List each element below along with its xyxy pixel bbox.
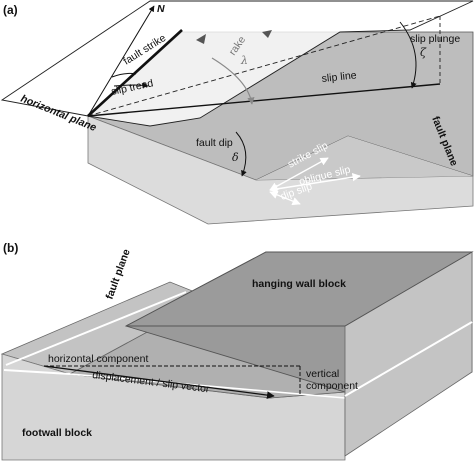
- panel-b-label: (b): [3, 241, 18, 255]
- strike-arc: [111, 72, 137, 78]
- rake-arc: [211, 57, 255, 105]
- hanging-wall-top-face: [125, 251, 474, 327]
- slip-line-label: slip line: [321, 69, 357, 85]
- dip-symbol: δ: [232, 151, 239, 164]
- footwall-strata-line-lower: [69, 373, 346, 399]
- horizontal-plane: [0, 0, 474, 127]
- footwall-strata-line: [5, 291, 187, 366]
- displacement-vector: [43, 365, 275, 399]
- slip-line: [87, 83, 441, 117]
- hanging-wall-block-label: hanging wall block: [252, 278, 346, 290]
- footwall-strata-line-front: [3, 369, 71, 375]
- dip-arc: [235, 131, 247, 177]
- panel-a: (a) N rake λ slip plunge ζ: [0, 0, 474, 225]
- north-arrow: [87, 5, 155, 117]
- vertical-component-label-2: component: [306, 380, 358, 392]
- rake-symbol: λ: [240, 54, 248, 67]
- fault-strike-line: [87, 29, 183, 117]
- hanging-wall-strata-line: [344, 321, 473, 397]
- plunge-symbol: ζ: [420, 46, 427, 59]
- north-label: N: [157, 3, 165, 15]
- fault-dip-label: fault dip: [196, 137, 233, 149]
- fault-plane-label-b: fault plane: [104, 247, 133, 301]
- trend-arc: [113, 82, 149, 89]
- slip-trend-line: [87, 15, 441, 117]
- slip-plunge-label: slip plunge: [410, 33, 460, 45]
- panel-a-label: (a): [3, 3, 18, 17]
- strike-tick-2: [262, 30, 272, 38]
- dip-slip-arrow: [269, 190, 301, 206]
- footwall-block-label: footwall block: [22, 427, 92, 439]
- horizontal-component-label: horizontal component: [48, 353, 148, 365]
- plunge-arc: [399, 21, 417, 89]
- panel-b: (b) fault plane hanging wall block horiz…: [0, 241, 474, 461]
- vertical-component-label-1: vertical: [306, 368, 339, 380]
- oblique-slip-arrow: [269, 173, 361, 193]
- strike-tick-1: [196, 34, 206, 44]
